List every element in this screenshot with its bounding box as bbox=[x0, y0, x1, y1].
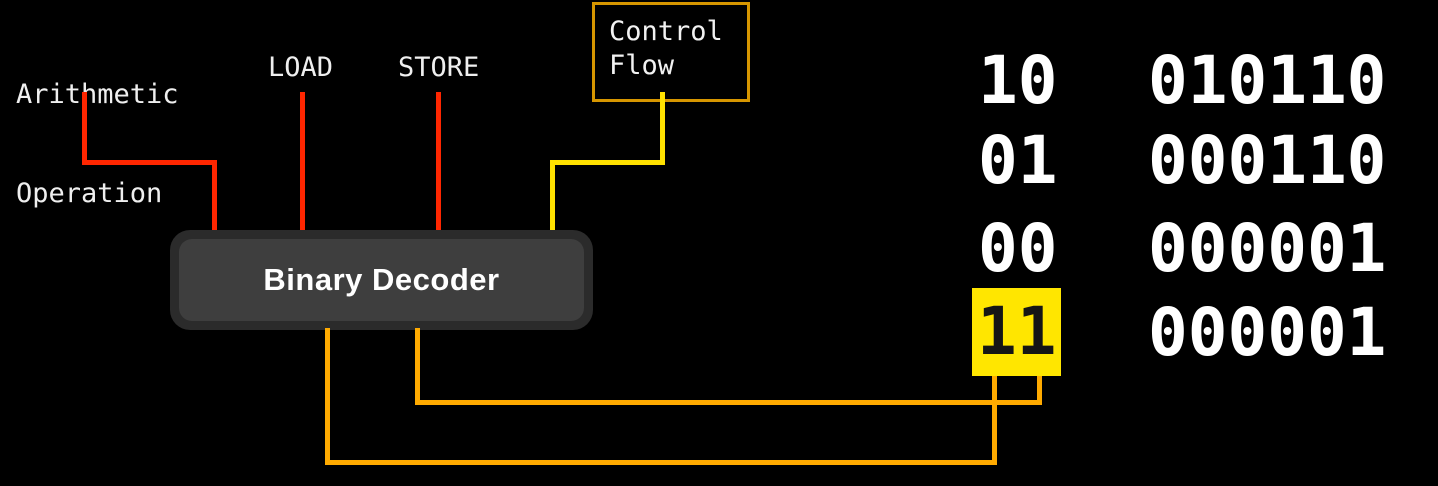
wire-output-a-h bbox=[415, 400, 1042, 405]
wire-control-flow-v2 bbox=[550, 160, 555, 232]
opcode-selector: 01 bbox=[978, 121, 1058, 199]
wire-output-b-v2 bbox=[992, 374, 997, 465]
label-arithmetic-operation: Arithmetic Operation bbox=[16, 12, 179, 276]
label-control-flow-line2: Flow bbox=[609, 50, 675, 81]
wire-arithmetic-h bbox=[82, 160, 217, 165]
control-flow-box: Control Flow bbox=[592, 2, 750, 102]
label-load: LOAD bbox=[268, 52, 334, 83]
binary-decoder-label: Binary Decoder bbox=[263, 262, 500, 297]
wire-output-b-h bbox=[325, 460, 997, 465]
label-control-flow-line1: Control bbox=[609, 16, 723, 47]
label-arithmetic-line1: Arithmetic bbox=[16, 79, 179, 110]
opcode-selector-highlighted: 11 bbox=[972, 288, 1148, 376]
opcode-selector: 10 bbox=[978, 41, 1058, 119]
wire-output-a-v2 bbox=[1037, 374, 1042, 405]
label-arithmetic-line2: Operation bbox=[16, 178, 163, 209]
opcode-row: 01 000110 bbox=[978, 118, 1386, 202]
wire-load bbox=[300, 92, 305, 232]
label-store: STORE bbox=[398, 52, 480, 83]
opcode-row: 10 010110 bbox=[978, 38, 1386, 122]
wire-arithmetic-v1 bbox=[82, 92, 87, 165]
opcode-row: 00 000001 bbox=[978, 206, 1386, 290]
wire-control-flow-v1 bbox=[660, 92, 665, 165]
opcode-row: 11 000001 bbox=[972, 288, 1387, 376]
opcode-selector-highlight-box: 11 bbox=[972, 288, 1062, 376]
wire-arithmetic-v2 bbox=[212, 160, 217, 232]
wire-control-flow-h bbox=[550, 160, 665, 165]
opcode-bits: 000110 bbox=[1148, 121, 1387, 199]
binary-decoder-block: Binary Decoder bbox=[170, 230, 593, 330]
binary-decoder-face: Binary Decoder bbox=[179, 239, 584, 321]
wire-output-b-v1 bbox=[325, 328, 330, 465]
wire-output-a-v1 bbox=[415, 328, 420, 405]
wire-store bbox=[436, 92, 441, 232]
opcode-bits: 000001 bbox=[1148, 293, 1387, 371]
opcode-bits: 000001 bbox=[1148, 209, 1387, 287]
opcode-bits: 010110 bbox=[1148, 41, 1387, 119]
opcode-selector: 00 bbox=[978, 209, 1058, 287]
